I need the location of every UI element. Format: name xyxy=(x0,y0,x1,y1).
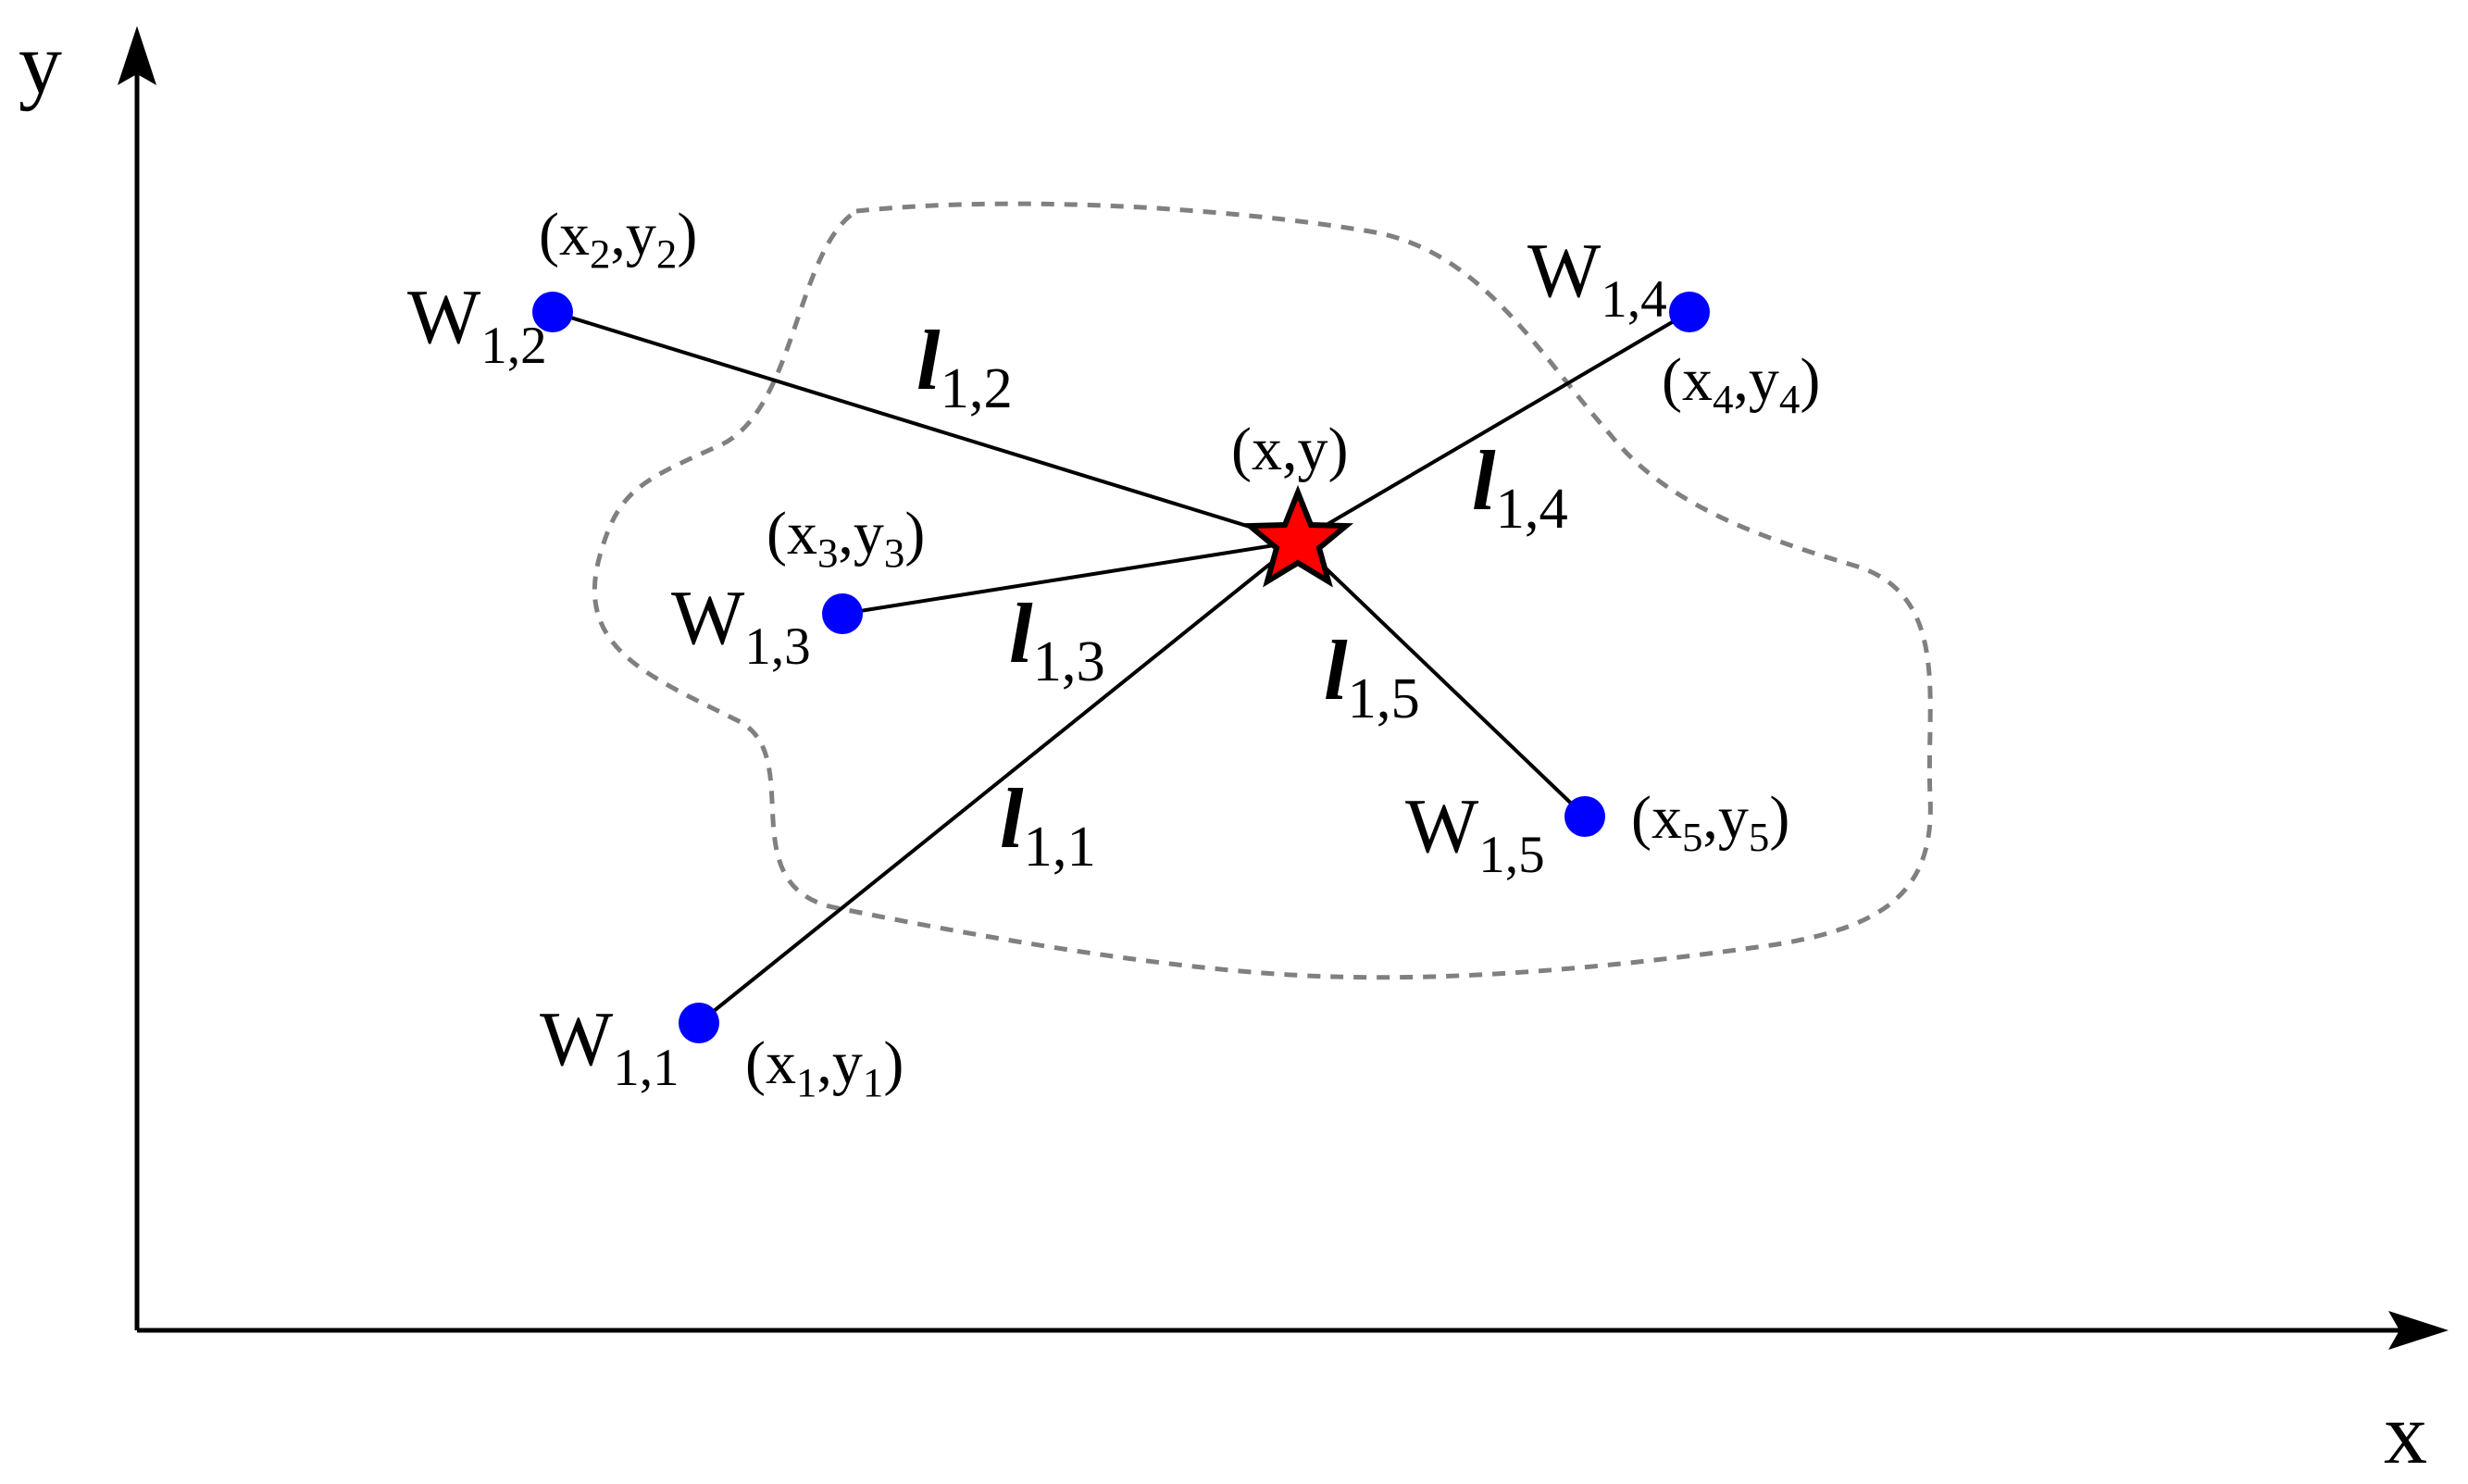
edge-w15 xyxy=(1296,540,1587,818)
anchor-node-w13 xyxy=(822,593,863,634)
anchor-coord-w14: (x4,y4) xyxy=(1662,346,1820,422)
anchor-node-w12 xyxy=(532,292,573,332)
anchor-node-w11 xyxy=(679,1003,719,1043)
edge-w13 xyxy=(841,540,1299,616)
anchor-node-w15 xyxy=(1564,796,1605,837)
anchor-coord-w13: (x3,y3) xyxy=(767,500,925,576)
anchor-coord-w15: (x5,y5) xyxy=(1631,784,1789,860)
edge-w14 xyxy=(1296,310,1691,543)
anchor-coord-w12: (x2,y2) xyxy=(539,201,697,277)
y-axis-label: y xyxy=(19,16,62,112)
anchor-label-w15: W1,5 xyxy=(1405,783,1545,884)
x-axis-label: x xyxy=(2384,1386,2427,1482)
x-axis-arrowhead xyxy=(2388,1311,2449,1350)
distance-label-l12: l1,2 xyxy=(916,313,1013,420)
coverage-boundary xyxy=(592,201,1933,980)
anchor-coord-w11: (x1,y1) xyxy=(745,1029,904,1105)
target-label: (x,y) xyxy=(1231,416,1348,483)
anchor-node-w14 xyxy=(1669,292,1710,332)
y-axis-arrowhead xyxy=(118,26,156,85)
target-star xyxy=(1241,484,1354,588)
edge-w12 xyxy=(552,310,1299,543)
anchor-label-w12: W1,2 xyxy=(407,274,547,375)
edge-w11 xyxy=(697,540,1300,1025)
distance-label-l14: l1,4 xyxy=(1472,433,1568,541)
distance-label-l15: l1,5 xyxy=(1324,623,1420,730)
anchor-label-w14: W1,4 xyxy=(1527,228,1667,329)
distance-label-l11: l1,1 xyxy=(1000,771,1096,879)
anchor-label-w13: W1,3 xyxy=(671,575,811,676)
anchor-label-w11: W1,1 xyxy=(540,996,679,1097)
distance-label-l13: l1,3 xyxy=(1009,586,1105,693)
